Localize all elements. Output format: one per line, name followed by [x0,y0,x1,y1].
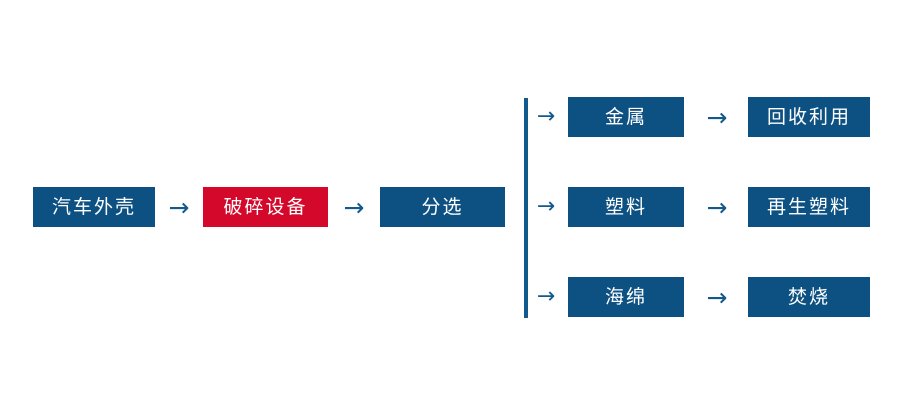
arrow-right-icon-1: → [168,192,190,222]
branch-trunk-line [524,98,528,318]
node-destination-incineration[interactable]: 焚烧 [748,277,870,317]
arrow-right-icon-branch-3: → [536,284,556,309]
arrow-right-icon-sponge: → [706,282,728,312]
node-car-shell[interactable]: 汽车外壳 [33,187,155,227]
arrow-right-icon-branch-2: → [536,194,556,219]
arrow-right-icon-2: → [343,192,365,222]
node-sorting[interactable]: 分选 [380,187,505,227]
arrow-right-icon-metal: → [706,102,728,132]
node-material-metal[interactable]: 金属 [568,97,684,137]
node-destination-recycle[interactable]: 回收利用 [748,97,870,137]
arrow-right-icon-branch-1: → [536,104,556,129]
node-material-plastic[interactable]: 塑料 [568,187,684,227]
arrow-right-icon-plastic: → [706,192,728,222]
node-material-sponge[interactable]: 海绵 [568,277,684,317]
node-destination-regenerated-plastic[interactable]: 再生塑料 [748,187,870,227]
node-crusher[interactable]: 破碎设备 [203,187,328,227]
